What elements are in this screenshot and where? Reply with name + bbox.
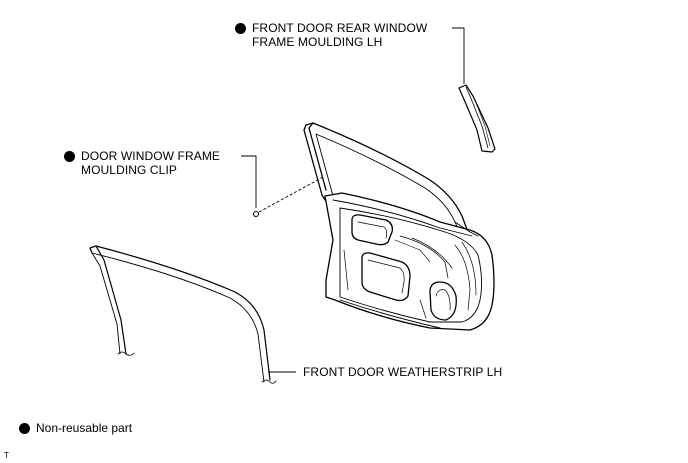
callout-weatherstrip-line1: FRONT DOOR WEATHERSTRIP LH [303, 365, 503, 379]
corner-mark: T [4, 451, 9, 460]
non-reusable-marker [235, 23, 246, 34]
legend-non-reusable-symbol [19, 423, 30, 434]
moulding-clip [253, 175, 326, 217]
callout-moulding-clip-line1: DOOR WINDOW FRAME [81, 149, 221, 163]
front-door [303, 122, 495, 331]
callout-rear-window-moulding-line2: FRAME MOULDING LH [252, 35, 383, 49]
callout-rear-window-moulding-line1: FRONT DOOR REAR WINDOW [252, 21, 428, 35]
rear-window-frame-moulding [458, 84, 496, 153]
callout-rear-window-moulding: FRONT DOOR REAR WINDOW FRAME MOULDING LH [252, 21, 427, 49]
non-reusable-marker [64, 151, 75, 162]
leader-lines [241, 27, 465, 373]
callout-moulding-clip-line2: MOULDING CLIP [81, 163, 177, 177]
door-weatherstrip [89, 245, 277, 384]
callout-weatherstrip: FRONT DOOR WEATHERSTRIP LH [303, 365, 502, 379]
legend-text: Non-reusable part [36, 421, 133, 435]
callout-moulding-clip: DOOR WINDOW FRAME MOULDING CLIP [81, 149, 220, 177]
